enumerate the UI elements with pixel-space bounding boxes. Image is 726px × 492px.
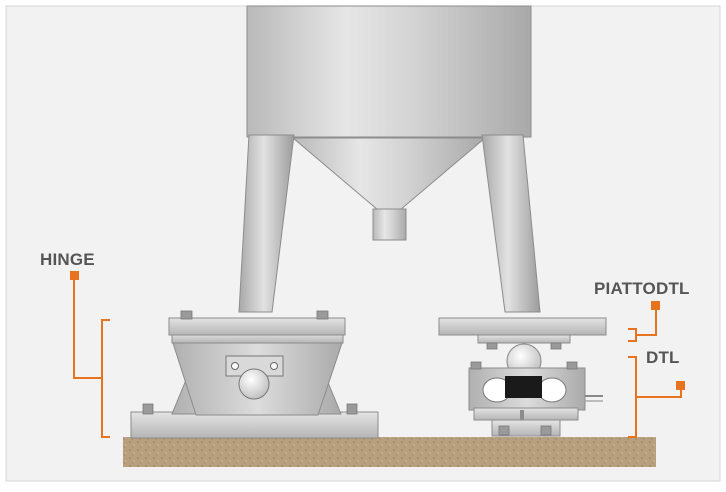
piattodtl-label: PIATTODTL xyxy=(594,279,690,298)
dtl-marker-icon xyxy=(676,381,685,390)
hinge-assembly xyxy=(130,310,379,439)
dtl-label: DTL xyxy=(646,348,680,367)
dtl-bracket-line xyxy=(628,356,637,438)
hinge-callout xyxy=(70,271,110,438)
hinge-pin xyxy=(238,368,270,400)
hinge-marker-icon xyxy=(70,271,79,280)
left-leg xyxy=(238,134,295,313)
dtl-load-cell xyxy=(505,376,542,398)
hinge-label: HINGE xyxy=(40,250,95,269)
hinge-base-plate xyxy=(130,411,379,439)
dtl-callout xyxy=(628,356,685,438)
piattodtl-bracket-line xyxy=(628,328,637,342)
piattodtl-marker-icon xyxy=(651,301,660,310)
hinge-bracket-line xyxy=(101,319,110,438)
right-leg xyxy=(481,134,541,313)
piattodtl-callout xyxy=(628,301,660,342)
dtl-assembly xyxy=(438,317,607,437)
piattodtl-plate xyxy=(438,317,607,336)
silo xyxy=(246,5,532,241)
silo-outlet xyxy=(372,208,407,241)
hinge-top-plate xyxy=(168,317,346,336)
ground-slab xyxy=(123,437,656,467)
